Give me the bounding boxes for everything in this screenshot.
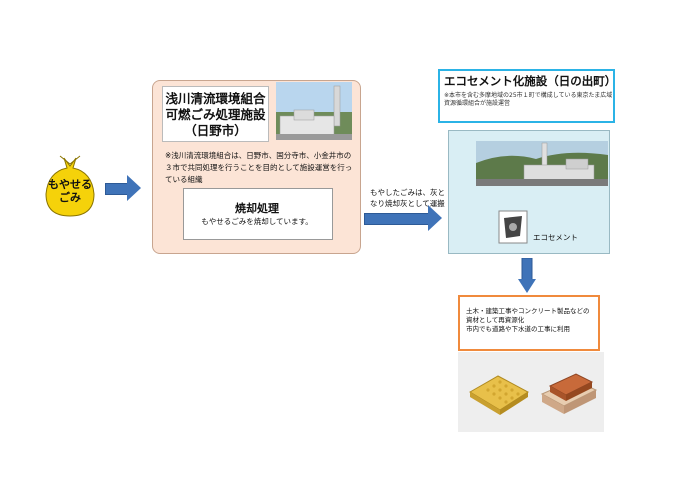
incineration-title: 焼却処理 [235, 202, 279, 215]
incineration-description: もやせるごみを焼却しています。 [201, 217, 313, 226]
arrow-right-icon [105, 175, 141, 201]
facility-title-line-1: 浅川清流環境組合 [165, 91, 266, 106]
arrow-down-icon [518, 258, 536, 293]
eco-cement-title: エコセメント化施設（日の出町） [444, 74, 617, 88]
cement-bag-icon [498, 210, 528, 244]
eco-cement-title-box [438, 69, 615, 123]
recycled-usage-box [458, 295, 600, 351]
eco-cement-note: ※本市を含む多摩地域の25市１町で構成している東京たま広域資源循環組合が施設運営 [444, 92, 613, 107]
garbage-bag-icon [45, 155, 95, 217]
recycled-usage-text: 土木・建築工事やコンクリート製品などの 資材として再資源化 市内でも道路や下水道… [466, 307, 598, 334]
usage-line-2: 資材として再資源化 [466, 316, 525, 324]
concrete-products-photo [458, 352, 604, 432]
facility-title-box: 浅川清流環境組合 可燃ごみ処理施設 （日野市） [162, 86, 269, 142]
facility-photo [276, 82, 352, 140]
bag-label: もやせるごみ [48, 178, 92, 204]
usage-line-1: 土木・建築工事やコンクリート製品などの [466, 307, 590, 315]
incineration-box [183, 188, 333, 240]
eco-cement-label: エコセメント [533, 233, 578, 242]
usage-line-3: 市内でも道路や下水道の工事に利用 [466, 325, 570, 333]
facility-note: ※浅川清流環境組合は、日野市、国分寺市、小金井市の３市で共同処理を行うことを目的… [165, 151, 353, 184]
arrow-right-icon [364, 205, 444, 231]
facility-title-line-3: （日野市） [184, 123, 247, 138]
facility-title-line-2: 可燃ごみ処理施設 [165, 107, 266, 122]
transport-note: もやしたごみは、灰となり焼却灰として運搬 [370, 188, 445, 208]
eco-cement-facility-photo [476, 141, 608, 186]
